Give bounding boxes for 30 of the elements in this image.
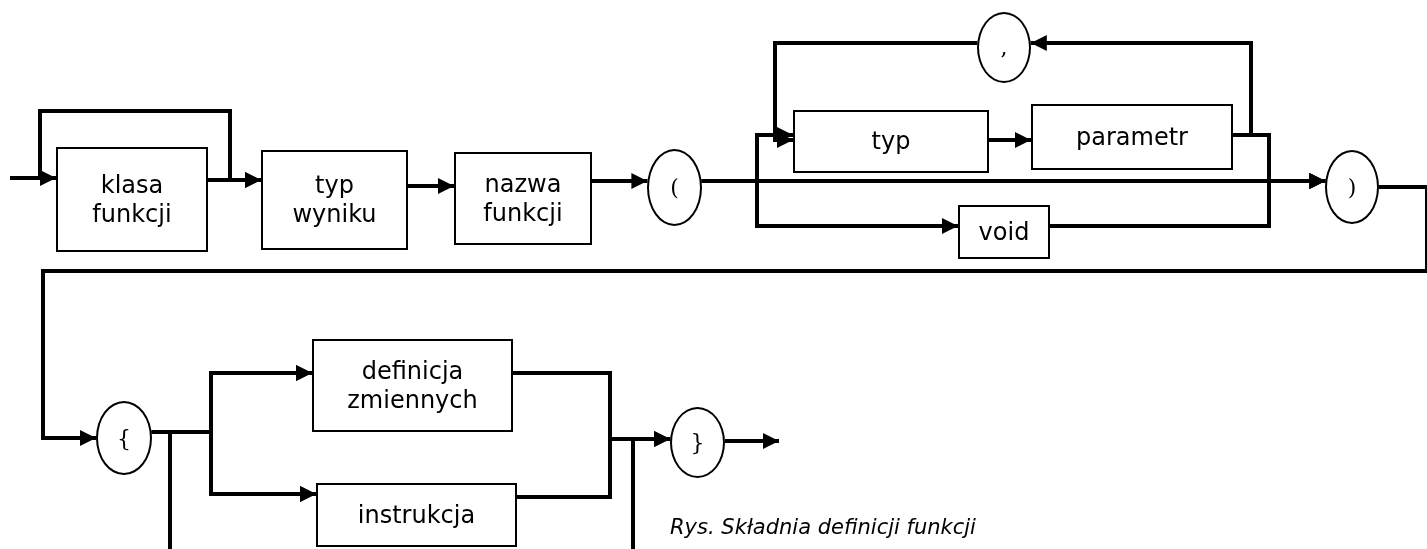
node-label: parametr — [1076, 122, 1188, 152]
node-label: , — [1000, 34, 1008, 62]
node-label: definicja zmiennych — [346, 356, 479, 415]
arrow — [208, 172, 261, 188]
nonterminal-box — [454, 152, 592, 245]
figure-caption: Rys. Składnia definicji funkcji — [670, 514, 976, 541]
node-label: void — [978, 217, 1030, 247]
arrow — [41, 185, 1427, 446]
arrow — [592, 173, 648, 189]
nonterminal-box — [261, 150, 408, 250]
node-label: nazwa funkcji — [482, 169, 564, 228]
node-label: klasa funkcji — [91, 170, 173, 229]
node-label: ) — [1347, 173, 1357, 202]
node-label: } — [690, 429, 705, 457]
nonterminal-box — [1031, 104, 1233, 170]
arrow — [408, 178, 454, 194]
node-label: ( — [670, 174, 679, 202]
nonterminal-box — [56, 147, 208, 252]
node-label: instrukcja — [357, 500, 476, 530]
arrow — [701, 179, 958, 234]
node-label: typ — [871, 127, 911, 156]
nonterminal-box — [958, 205, 1050, 259]
nonterminal-box — [312, 339, 513, 432]
arrow — [773, 41, 978, 148]
nonterminal-box — [316, 483, 517, 547]
node-label: { — [117, 424, 131, 453]
nonterminal-box — [793, 110, 989, 173]
arrow — [989, 132, 1031, 148]
arrow — [725, 433, 779, 449]
node-label: typ wyniku — [291, 171, 378, 229]
